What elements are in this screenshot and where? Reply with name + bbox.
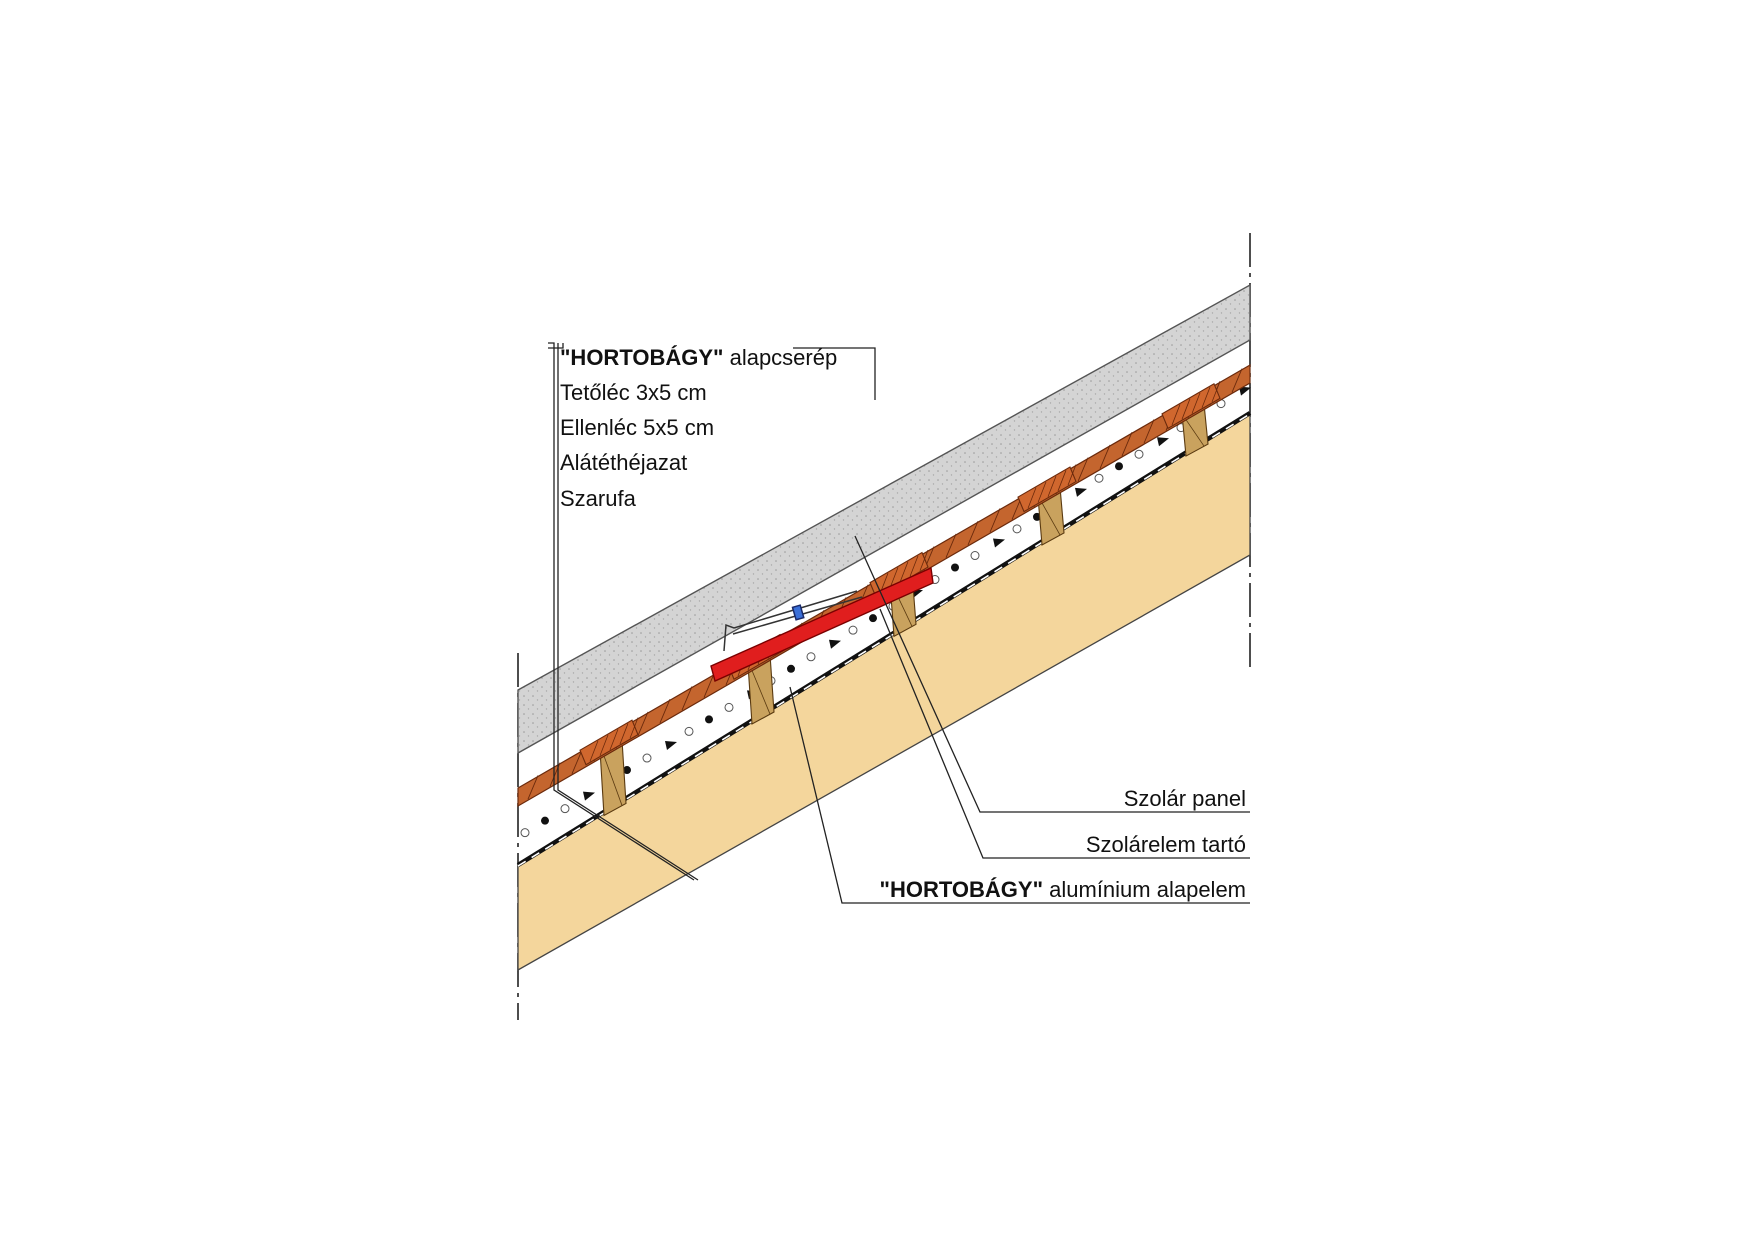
vent-dot-filled bbox=[787, 664, 795, 673]
vent-dot-open bbox=[848, 625, 858, 635]
vent-dot-open bbox=[1012, 524, 1022, 534]
label-szolarelem-tarto: Szolárelem tartó bbox=[1086, 832, 1246, 857]
leader-line-aluminium bbox=[789, 686, 1250, 904]
vent-arrow bbox=[1075, 487, 1087, 497]
batten-hatch bbox=[1057, 470, 1067, 492]
vent-dot-filled bbox=[541, 816, 549, 825]
leader-lines bbox=[793, 347, 876, 400]
leader-lines-group bbox=[548, 342, 1250, 904]
tile-hatch-stroke bbox=[703, 673, 715, 698]
vent-arrow bbox=[1157, 437, 1169, 447]
tile-hatch-stroke bbox=[1099, 444, 1111, 469]
vent-arrow bbox=[829, 639, 841, 649]
underlay-membrane bbox=[516, 411, 1252, 867]
vent-arrow bbox=[583, 791, 595, 801]
tile-hatch-stroke bbox=[659, 698, 671, 724]
counter-batten-hatch bbox=[1041, 502, 1061, 536]
batten bbox=[1017, 466, 1077, 513]
tile-hatch-stroke bbox=[1077, 457, 1089, 482]
batten bbox=[869, 551, 929, 598]
ventilation-markers bbox=[520, 386, 1251, 838]
vent-dot-open bbox=[1134, 449, 1144, 459]
leader-line-left-stack bbox=[548, 342, 695, 881]
counter-batten-hatch bbox=[1185, 419, 1205, 447]
aluminium-base-element bbox=[710, 566, 934, 682]
batten-hatch bbox=[899, 561, 909, 583]
vent-dot-open bbox=[1094, 473, 1104, 483]
batten-hatch bbox=[1037, 481, 1047, 503]
vent-arrow bbox=[1239, 386, 1251, 396]
vent-dot-open bbox=[724, 702, 734, 712]
label-hortobagy-alapcserep: "HORTOBÁGY" alapcserép bbox=[560, 345, 837, 370]
vent-dot-filled bbox=[623, 766, 631, 775]
vent-dot-open bbox=[520, 828, 530, 838]
tile-hatch-stroke bbox=[571, 749, 583, 774]
tile-hatch-stroke bbox=[1231, 368, 1243, 393]
tile-hatch-stroke bbox=[527, 775, 539, 800]
vent-dot-filled bbox=[705, 715, 713, 724]
batten-hatch bbox=[919, 549, 929, 571]
vent-dot-open bbox=[642, 753, 652, 763]
vent-dot-open bbox=[684, 726, 694, 736]
batten-hatch bbox=[629, 717, 639, 739]
batten-hatch bbox=[1027, 487, 1037, 509]
counter-batten-hatch bbox=[751, 670, 771, 715]
labels-left: "HORTOBÁGY" alapcserép Tetőléc 3x5 cm El… bbox=[560, 345, 837, 511]
leader-line-hortobagy-tile bbox=[548, 343, 564, 349]
tile-hatch-stroke bbox=[989, 508, 1001, 533]
batten-hatch bbox=[1181, 398, 1191, 420]
tile-hatch-stroke bbox=[681, 686, 693, 711]
tile-hatch-stroke bbox=[1143, 419, 1155, 444]
vent-dot-filled bbox=[1115, 462, 1123, 471]
solar-panel bbox=[517, 283, 1251, 755]
batten-hatch bbox=[619, 723, 629, 745]
leader-line-left-stack-2 bbox=[557, 343, 699, 881]
batten-hatch bbox=[1191, 392, 1201, 414]
batten-hatch bbox=[1047, 475, 1057, 497]
label-szarufa: Szarufa bbox=[560, 486, 637, 511]
batten-hatch bbox=[599, 734, 609, 756]
label-szolar-panel: Szolár panel bbox=[1124, 786, 1246, 811]
vent-dot-filled bbox=[869, 614, 877, 623]
tile-hatch-stroke bbox=[1121, 432, 1133, 457]
label-hortobagy-aluminium-alapelem: "HORTOBÁGY" alumínium alapelem bbox=[880, 877, 1246, 902]
batten-hatch bbox=[609, 729, 619, 750]
batten bbox=[1161, 383, 1221, 430]
leader-line-szolar-panel bbox=[854, 535, 1250, 813]
batten-hatch bbox=[1201, 386, 1211, 408]
vent-dot-filled bbox=[951, 563, 959, 572]
tile-hatch-stroke bbox=[967, 521, 979, 546]
counter-batten-hatch bbox=[603, 755, 623, 806]
vent-dot-open bbox=[806, 652, 816, 662]
batten-hatch bbox=[889, 567, 899, 589]
batten-hatch bbox=[589, 740, 599, 762]
label-tetolec: Tetőléc 3x5 cm bbox=[560, 380, 707, 405]
batten-hatch bbox=[909, 555, 919, 577]
tile-hatch-stroke bbox=[637, 711, 649, 736]
tile-hatch-stroke bbox=[945, 533, 957, 558]
vent-arrow bbox=[993, 538, 1005, 548]
labels-right: Szolár panel Szolárelem tartó "HORTOBÁGY… bbox=[880, 786, 1246, 902]
label-ellenlec: Ellenléc 5x5 cm bbox=[560, 415, 714, 440]
vent-dot-open bbox=[970, 551, 980, 561]
leader-line-szolarelem-tarto bbox=[879, 608, 1250, 859]
vent-arrow bbox=[665, 741, 677, 751]
batten bbox=[579, 719, 639, 766]
batten-hatch bbox=[1171, 404, 1181, 426]
label-alatethejazat: Alátéthéjazat bbox=[560, 450, 687, 475]
vent-dot-open bbox=[560, 804, 570, 814]
batten-hatch bbox=[1067, 464, 1077, 486]
batten-hatch bbox=[1211, 381, 1221, 403]
solar-element-holder bbox=[723, 590, 863, 652]
